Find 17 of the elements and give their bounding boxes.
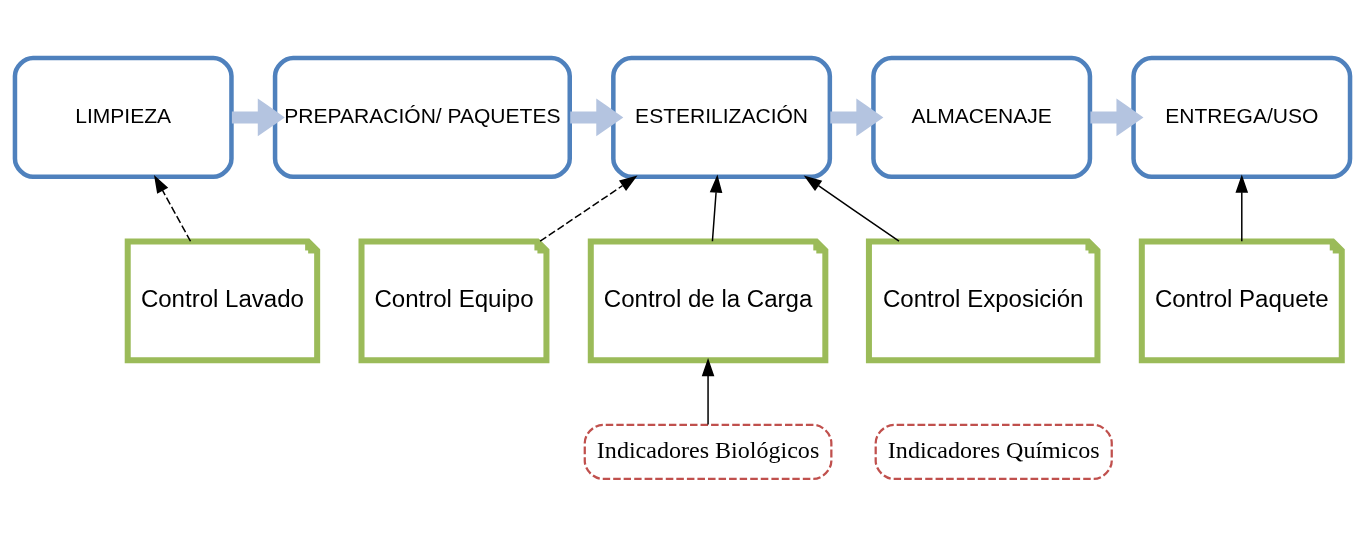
node-box: ALMACENAJE: [871, 55, 1093, 180]
arrow: [830, 98, 884, 137]
node-box: Indicadores Químicos: [874, 423, 1113, 481]
node-box: PREPARACIÓN/ PAQUETES: [272, 55, 572, 180]
arrow: [154, 174, 192, 242]
arrow: [570, 98, 624, 137]
arrow: [803, 175, 900, 242]
arrow: [709, 174, 723, 242]
node-box: Indicadores Biológicos: [583, 423, 833, 481]
arrow: [1090, 98, 1144, 137]
arrow: [539, 175, 638, 242]
arrow: [701, 358, 715, 426]
arrow: [1235, 174, 1249, 242]
node-box: ENTREGA/USO: [1131, 55, 1353, 180]
node-box: LIMPIEZA: [12, 55, 234, 180]
node-box: ESTERILIZACIÓN: [611, 55, 833, 180]
arrow: [231, 98, 285, 137]
